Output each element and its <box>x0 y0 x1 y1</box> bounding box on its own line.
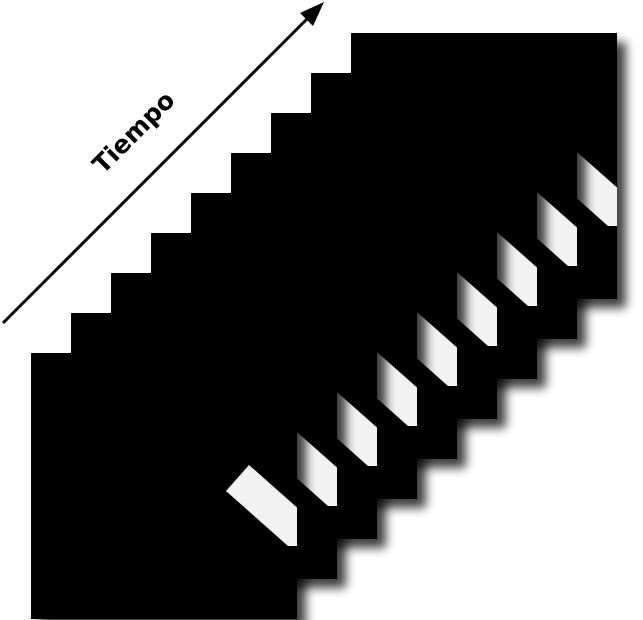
frame-1 <box>31 353 297 619</box>
time-arrow <box>1 2 324 325</box>
time-axis-label: Tiempo <box>87 85 181 179</box>
video-frames <box>31 33 617 619</box>
moving-object <box>226 465 297 546</box>
